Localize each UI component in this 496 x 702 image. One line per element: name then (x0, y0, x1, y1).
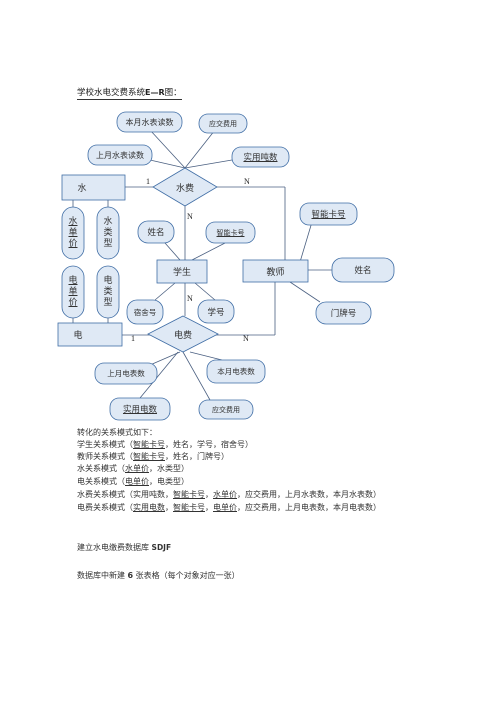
schema-water-fee-part: ，应交费用，上月水表数，本月水表数） (237, 490, 381, 499)
card-elec-n-student: N (187, 294, 193, 303)
title-er: E—R (145, 88, 165, 97)
title-suffix: 图： (164, 88, 182, 98)
card-elec-one: 1 (131, 334, 135, 343)
schema-elec: 电关系模式（电单价，电类型） (77, 476, 189, 487)
attr-actual-tons-shape (231, 146, 290, 168)
schema-water-part: ，水类型） (149, 464, 189, 473)
line-student-card (191, 242, 226, 261)
line-waterfee-tons (184, 159, 233, 169)
db-prefix: 建立水电缴费数据库 (77, 543, 152, 552)
line-elecfee-due (182, 351, 211, 401)
schema-elec-fee-part: 电费关系模式（ (77, 503, 133, 512)
attr-actual-kwh-shape (109, 397, 171, 421)
attr-this-month-elec-shape (206, 359, 266, 384)
attr-teacher-card-shape (299, 202, 358, 226)
attr-dorm-no-shape (126, 299, 164, 325)
schema-elec-part: 电关系模式（ (77, 477, 125, 486)
line-waterfee-thismonth (149, 129, 186, 169)
schema-teacher-part: 教师关系模式（ (77, 452, 133, 461)
card-water-one: 1 (146, 177, 150, 186)
line-waterfee-lastmonth (149, 159, 186, 169)
connector-lines (72, 129, 332, 401)
db-statement: 建立水电缴费数据库 SDJF (77, 542, 171, 553)
title-text: 学校水电交费系统 (77, 88, 146, 98)
schema-elec-fee-key: 电单价 (213, 503, 237, 512)
line-elecfee-last (149, 351, 181, 366)
attr-student-card-shape (205, 221, 256, 244)
tables-prefix: 数据库中新建 (77, 571, 128, 580)
schema-student-part: ，姓名，学号，宿舍号） (165, 440, 253, 449)
er-diagram (57, 111, 395, 421)
schema-elec-part: ，电类型） (149, 477, 189, 486)
schema-intro: 转化的关系模式如下： (77, 428, 157, 437)
entity-electricity-shape (57, 322, 123, 347)
schema-teacher: 教师关系模式（智能卡号，姓名，门牌号） (77, 451, 229, 462)
schema-water-fee: 水费关系模式（实用吨数，智能卡号，水单价，应交费用，上月水表数，本月水表数） (77, 489, 381, 500)
schema-elec-fee-key: 实用电数 (133, 503, 165, 512)
schema-student-key: 智能卡号 (133, 440, 165, 449)
schema-water-fee-part: 水费关系模式（实用吨数， (77, 490, 173, 499)
db-name: SDJF (151, 543, 172, 552)
schema-water: 水关系模式（水单价，水类型） (77, 463, 189, 474)
entity-water-shape (61, 174, 126, 201)
line-student-dorm (154, 282, 176, 301)
schema-teacher-key: 智能卡号 (133, 452, 165, 461)
card-water-n-teacher: N (244, 177, 250, 186)
relation-waterfee-shape (152, 167, 218, 207)
schema-elec-key: 电单价 (125, 477, 149, 486)
schema-water-part: 水关系模式（ (77, 464, 125, 473)
attr-student-no-shape (197, 299, 235, 324)
schema-elec-fee: 电费关系模式（实用电数，智能卡号，电单价，应交费用，上月电表数，本月电表数） (77, 502, 381, 513)
card-elec-n-teacher: N (243, 334, 249, 343)
schema-water-fee-key: 水单价 (213, 490, 237, 499)
schema-elec-fee-part: ，应交费用，上月电表数，本月电表数） (237, 503, 381, 512)
schema-elec-fee-part: ， (165, 503, 173, 512)
attr-door-no-shape (315, 301, 372, 325)
attr-due-fee-top-shape (198, 113, 248, 134)
schema-water-key: 水单价 (125, 464, 149, 473)
line-student-name (164, 242, 181, 261)
document-title: 学校水电交费系统E—R图： (77, 86, 182, 100)
schema-elec-fee-key: 智能卡号 (173, 503, 205, 512)
attr-due-fee-bottom-shape (198, 399, 254, 420)
line-teacher-door (289, 281, 321, 303)
line-teacher-card (299, 221, 313, 263)
schema-student: 学生关系模式（智能卡号，姓名，学号，宿舍号） (77, 439, 253, 450)
line-waterfee-due (184, 129, 216, 169)
entity-teacher-shape (242, 259, 309, 283)
attr-water-type-shape (96, 206, 120, 260)
schema-elec-fee-part: ， (205, 503, 213, 512)
attr-last-month-elec-shape (94, 362, 158, 385)
attr-this-month-water-shape (116, 111, 183, 133)
attr-student-name-shape (137, 220, 175, 244)
relation-elecfee-shape (147, 315, 219, 353)
attr-elec-price-shape (61, 265, 85, 319)
schema-teacher-part: ，姓名，门牌号） (165, 452, 229, 461)
tables-suffix: 张表格（每个对象对应一张） (133, 571, 240, 580)
entity-student-shape (156, 259, 208, 284)
attr-water-price-shape (61, 206, 85, 260)
card-water-n-student: N (187, 212, 193, 221)
schema-water-fee-key: 智能卡号 (173, 490, 205, 499)
attr-last-month-water-shape (87, 144, 153, 166)
line-student-no (194, 282, 216, 301)
schema-water-fee-part: ， (205, 490, 213, 499)
tables-count: 6 (127, 571, 134, 580)
schema-student-part: 学生关系模式（ (77, 440, 133, 449)
line-elecfee-kwh (139, 351, 179, 399)
attr-elec-type-shape (96, 265, 120, 319)
line-elecfee-this (189, 351, 223, 361)
attr-teacher-name-shape (331, 257, 395, 283)
tables-statement: 数据库中新建 6 张表格（每个对象对应一张） (77, 570, 240, 581)
